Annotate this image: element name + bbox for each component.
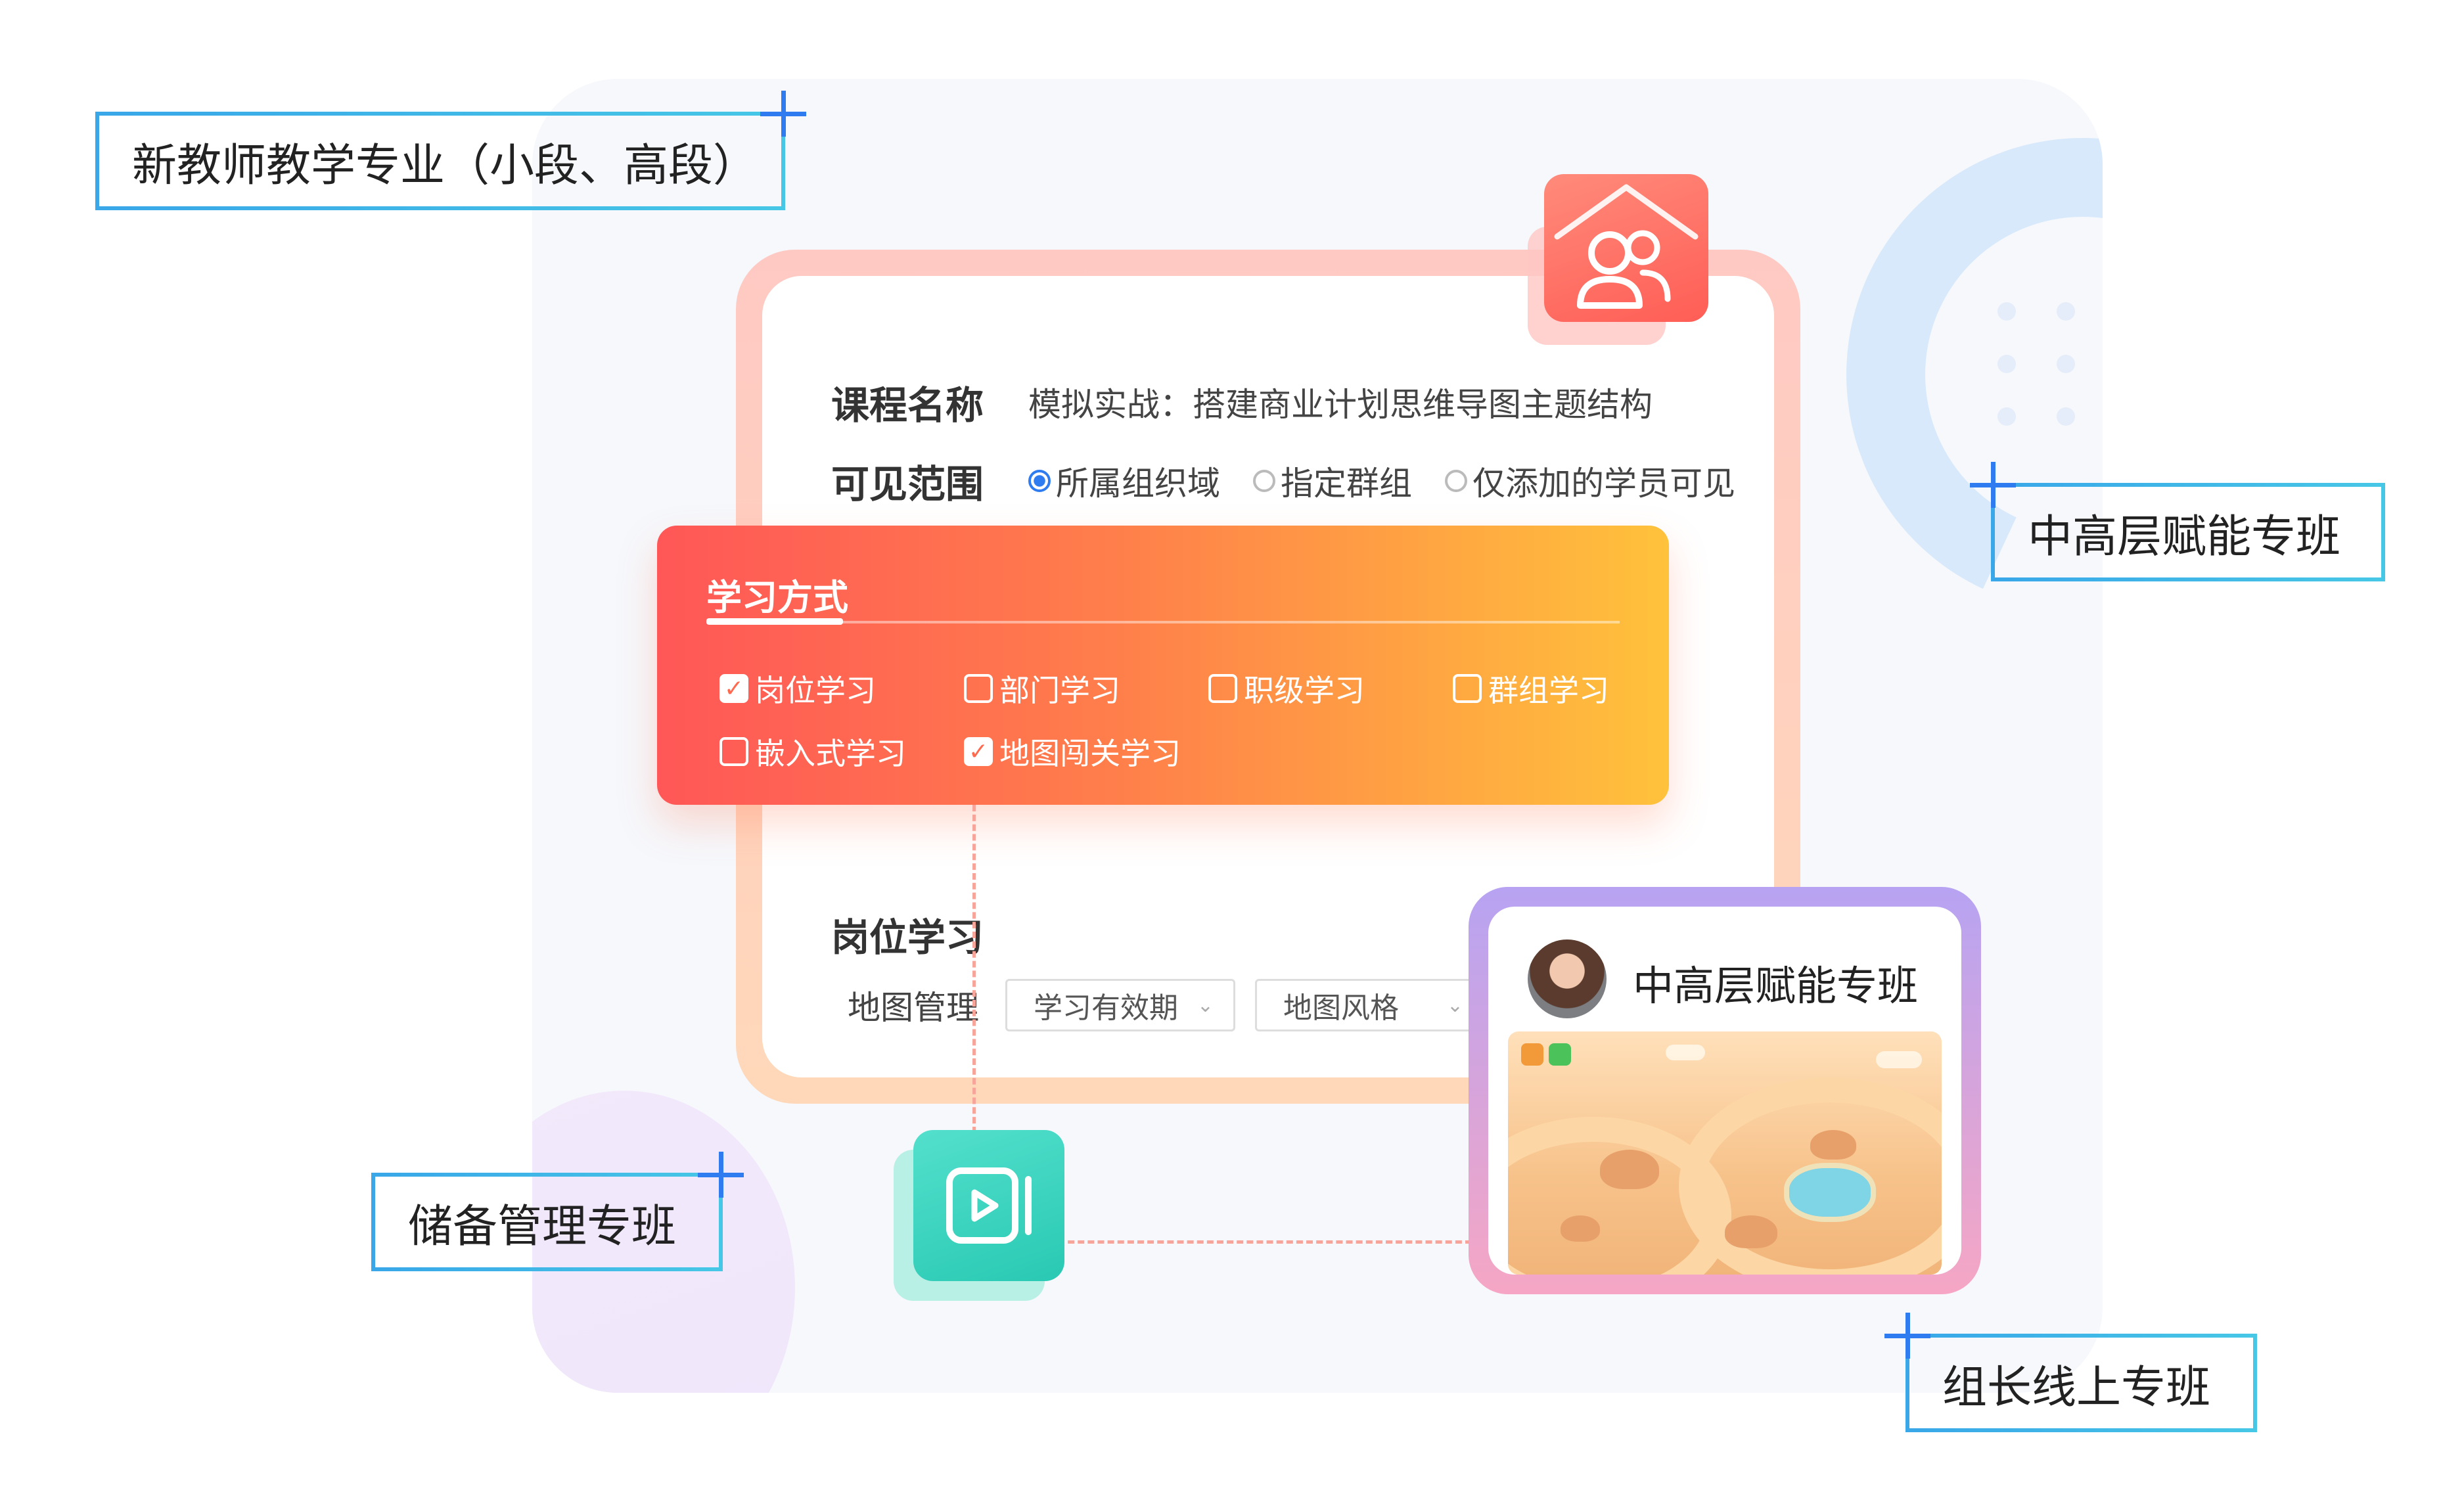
tag-mid-senior[interactable]: 中高层赋能专班 xyxy=(1970,462,2385,581)
plus-icon xyxy=(698,1152,744,1198)
plus-icon xyxy=(1970,462,2016,508)
select-value: 地图风格 xyxy=(1283,991,1399,1025)
checkbox-icon xyxy=(1453,674,1482,703)
cloud-icon xyxy=(1666,1045,1705,1060)
tag-label: 新教师教学专业（小段、高段） xyxy=(132,139,758,192)
plus-icon xyxy=(1884,1313,1930,1359)
learning-mode-title: 学习方式 xyxy=(706,577,848,618)
rock xyxy=(1810,1130,1856,1160)
radio-added-only[interactable]: 仅添加的学员可见 xyxy=(1445,457,1735,505)
chevron-down-icon: ⌄ xyxy=(1197,993,1214,1017)
radio-icon xyxy=(1028,470,1051,492)
checkbox-icon: ✓ xyxy=(964,737,993,766)
course-name-label: 课程名称 xyxy=(831,383,984,428)
learning-mode-options: ✓ 岗位学习 部门学习 职级学习 群组学习 嵌入式学习 ✓ 地图闯关学习 xyxy=(719,667,1653,773)
learning-mode-panel: 学习方式 ✓ 岗位学习 部门学习 职级学习 群组学习 嵌入式学习 ✓ 地图闯关学… xyxy=(657,526,1669,805)
tab-underline-active xyxy=(706,618,843,625)
map-button-icon[interactable] xyxy=(1549,1043,1571,1066)
tag-reserve[interactable]: 储备管理专班 xyxy=(371,1152,744,1271)
chevron-down-icon: ⌄ xyxy=(1446,993,1463,1017)
map-style-select[interactable]: 地图风格 ⌄ xyxy=(1255,979,1485,1031)
pond xyxy=(1784,1163,1876,1222)
checkbox-label: 部门学习 xyxy=(999,673,1120,708)
rock xyxy=(1600,1150,1659,1189)
radio-group[interactable]: 指定群组 xyxy=(1253,457,1412,505)
decorative-dots xyxy=(1997,302,2103,447)
tag-label: 储备管理专班 xyxy=(408,1200,677,1253)
checkbox-embedded-learning[interactable]: 嵌入式学习 xyxy=(719,730,964,773)
section-title: 岗位学习 xyxy=(831,915,984,960)
map-button-icon[interactable] xyxy=(1521,1043,1543,1066)
checkbox-map-challenge-learning[interactable]: ✓ 地图闯关学习 xyxy=(964,730,1208,773)
checkbox-label: 职级学习 xyxy=(1244,673,1365,708)
radio-icon xyxy=(1253,470,1275,492)
radio-org-domain[interactable]: 所属组织域 xyxy=(1028,457,1220,505)
visibility-label: 可见范围 xyxy=(831,462,984,507)
tag-group-leader[interactable]: 组长线上专班 xyxy=(1884,1313,2257,1432)
plus-icon xyxy=(760,91,806,137)
select-value: 学习有效期 xyxy=(1034,991,1178,1025)
tag-label: 中高层赋能专班 xyxy=(2028,510,2341,563)
class-map-card[interactable]: 中高层赋能专班 xyxy=(1488,907,1961,1275)
connector-line xyxy=(1058,1240,1472,1244)
tab-underline xyxy=(706,621,1620,623)
checkbox-position-learning[interactable]: ✓ 岗位学习 xyxy=(719,667,964,710)
challenge-map-image[interactable] xyxy=(1508,1031,1942,1275)
checkbox-icon xyxy=(964,674,993,703)
radio-label: 指定群组 xyxy=(1281,464,1412,503)
rock xyxy=(1725,1215,1777,1248)
validity-select[interactable]: 学习有效期 ⌄ xyxy=(1005,979,1235,1031)
course-name-row: 课程名称 模拟实战：搭建商业计划思维导图主题结构 xyxy=(831,374,1653,430)
map-management-label: 地图管理 xyxy=(848,989,979,1027)
checkbox-icon xyxy=(1208,674,1237,703)
checkbox-group-learning[interactable]: 群组学习 xyxy=(1453,667,1650,710)
radio-label: 仅添加的学员可见 xyxy=(1472,464,1735,503)
map-management-row: 地图管理 学习有效期 ⌄ 地图风格 ⌄ xyxy=(848,979,1505,1031)
connector-line xyxy=(972,805,976,1133)
radio-label: 所属组织域 xyxy=(1056,464,1220,503)
checkbox-icon xyxy=(719,737,748,766)
house-users-icon xyxy=(1528,174,1708,345)
class-map-card-frame: 中高层赋能专班 xyxy=(1469,887,1981,1294)
video-play-icon xyxy=(894,1130,1064,1301)
avatar xyxy=(1528,939,1607,1018)
class-map-title: 中高层赋能专班 xyxy=(1633,962,1919,1010)
rock xyxy=(1561,1215,1600,1242)
radio-icon xyxy=(1445,470,1467,492)
tag-label: 组长线上专班 xyxy=(1942,1361,2211,1414)
visibility-row: 可见范围 所属组织域 指定群组 仅添加的学员可见 xyxy=(831,453,1768,509)
checkbox-label: 嵌入式学习 xyxy=(755,736,906,771)
checkbox-label: 岗位学习 xyxy=(755,673,876,708)
checkbox-label: 群组学习 xyxy=(1488,673,1609,708)
checkbox-label: 地图闯关学习 xyxy=(999,736,1181,771)
checkbox-icon: ✓ xyxy=(719,674,748,703)
course-name-value: 模拟实战：搭建商业计划思维导图主题结构 xyxy=(1028,386,1653,424)
checkbox-rank-learning[interactable]: 职级学习 xyxy=(1208,667,1453,710)
tag-new-teacher[interactable]: 新教师教学专业（小段、高段） xyxy=(95,91,806,210)
checkbox-department-learning[interactable]: 部门学习 xyxy=(964,667,1208,710)
cloud-icon xyxy=(1876,1051,1922,1068)
